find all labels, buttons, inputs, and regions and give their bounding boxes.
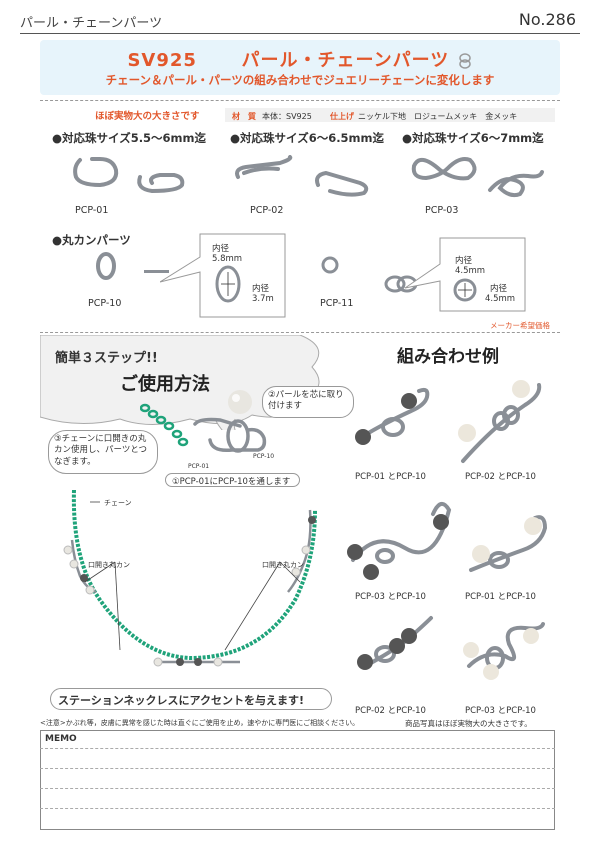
memo-line <box>40 788 555 789</box>
ring-label-right: 口開き丸カン <box>262 561 304 569</box>
pcp-11-size-callout <box>404 237 526 312</box>
caution-note: <注意>かぶれ等，皮膚に異常を感じた時は直ぐにご使用を止め，速やかに専門医にご相… <box>40 719 360 727</box>
pcp-10-inner2-label: 内径 <box>252 284 270 294</box>
pcp-02-code: PCP-02 <box>250 205 284 216</box>
station-banner <box>50 688 332 710</box>
size-heading-03: ●対応珠サイズ6〜7mm迄 <box>402 131 544 145</box>
pcp-02-image <box>235 155 369 197</box>
example-1-label: PCP-01 とPCP-10 <box>355 472 426 482</box>
banner-title-left: SV925 <box>127 50 197 71</box>
pcp-10-inner1-label: 内径 <box>212 244 230 254</box>
pcp-11-inner1-label: 内径 <box>455 256 473 266</box>
examples-title: 組み合わせ例 <box>397 347 499 367</box>
category-label: パール・チェーンパーツ <box>20 16 163 31</box>
station-banner-text: ステーションネックレスにアクセントを与えます! <box>58 694 305 707</box>
maker-price-note: メーカー希望価格 <box>490 321 550 330</box>
memo-line <box>40 748 555 749</box>
examples-row2 <box>347 502 548 580</box>
example-4-label: PCP-01 とPCP-10 <box>465 592 536 602</box>
ring-label-left: 口開き丸カン <box>88 561 130 569</box>
step2-bubble <box>262 386 354 418</box>
example-6-label: PCP-03 とPCP-10 <box>465 706 536 716</box>
size-heading-02: ●対応珠サイズ6〜6.5mm迄 <box>230 131 385 145</box>
howto-title: ご使用方法 <box>120 374 210 395</box>
chain-link-icon <box>458 53 471 69</box>
pcp-10-inner2-value: 3.7m <box>252 294 274 304</box>
examples-row3 <box>357 616 545 680</box>
banner-subtitle: チェーン＆パール・パーツの組み合わせでジュエリーチェーンに変化します <box>105 73 495 87</box>
memo-label: MEMO <box>45 734 77 744</box>
examples-row1 <box>355 380 542 463</box>
assembly-label-b: PCP-10 <box>253 453 275 460</box>
howto-steps-line: 簡単３ステップ!! <box>55 351 158 366</box>
pcp-11-inner2-value: 4.5mm <box>485 294 516 304</box>
example-3-label: PCP-03 とPCP-10 <box>355 592 426 602</box>
material-bar <box>225 108 555 122</box>
pcp-11-inner2-label: 内径 <box>490 284 508 294</box>
material-value: 本体：SV925 <box>262 112 312 121</box>
pcp-10-inner1-value: 5.8mm <box>212 254 243 264</box>
chain-label: チェーン <box>104 499 132 507</box>
divider-mid <box>40 332 560 333</box>
size-heading-01: ●対応珠サイズ5.5〜6mm迄 <box>52 131 207 145</box>
example-5-label: PCP-02 とPCP-10 <box>355 706 426 716</box>
divider-top <box>40 100 560 101</box>
step1-bubble <box>165 473 300 487</box>
step1-text: ①PCP-01にPCP-10を通します <box>172 477 291 487</box>
pcp-11-code: PCP-11 <box>320 298 354 309</box>
step3-bubble <box>48 430 158 474</box>
banner-title: SV925 パール・チェーンパーツ <box>40 46 560 72</box>
title-banner <box>40 40 560 95</box>
ring-heading: ●丸カンパーツ <box>52 233 131 247</box>
example-2-label: PCP-02 とPCP-10 <box>465 472 536 482</box>
header-divider <box>20 33 580 34</box>
page-number: No.286 <box>518 10 576 29</box>
pcp-11-inner1-value: 4.5mm <box>455 266 486 276</box>
memo-box <box>40 730 555 830</box>
memo-line <box>40 808 555 809</box>
step3-text: ③チェーンに口開きの丸カン使用し、パーツとつなぎます。 <box>54 434 147 467</box>
photo-note: 商品写真はほぼ実物大の大きさです。 <box>405 719 532 728</box>
assembly-label-a: PCP-01 <box>188 463 210 470</box>
pcp-01-code: PCP-01 <box>75 205 109 216</box>
pcp-10-code: PCP-10 <box>88 298 122 309</box>
pcp-03-code: PCP-03 <box>425 205 459 216</box>
finish-value: ニッケル下地 ロジュームメッキ 金メッキ <box>358 112 518 121</box>
material-label: 材 質 <box>232 112 256 121</box>
step2-text: ②パールを芯に取り付けます <box>268 390 344 412</box>
assembly-illustration <box>140 390 267 453</box>
pcp-10-image <box>96 252 169 280</box>
pcp-03-image <box>411 157 544 198</box>
banner-title-right: パール・チェーンパーツ <box>241 50 450 71</box>
actual-size-note: ほぼ実物大の大きさです <box>95 111 200 122</box>
necklace-illustration <box>63 489 317 667</box>
memo-line <box>40 768 555 769</box>
pcp-01-image <box>73 157 185 194</box>
pcp-10-size-callout <box>160 233 286 318</box>
finish-label: 仕上げ <box>330 112 354 121</box>
